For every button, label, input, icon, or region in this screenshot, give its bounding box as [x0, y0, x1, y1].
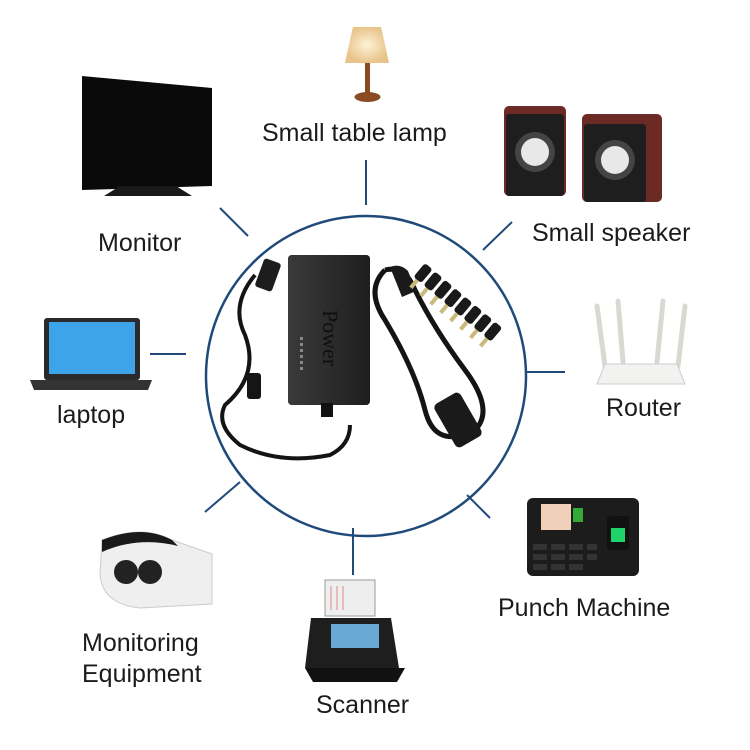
label-scanner: Scanner: [316, 691, 410, 719]
label-router: Router: [606, 394, 682, 422]
label-monitoring-equipment: Monitoring Equipment: [82, 628, 202, 690]
punch-machine-icon: [527, 498, 639, 576]
label-laptop: laptop: [57, 401, 126, 429]
adapter-brand-label: Power: [318, 310, 343, 367]
dc-tips-icon: [409, 264, 502, 348]
label-line-1: Monitoring: [82, 629, 199, 657]
table-lamp-icon: [345, 27, 389, 102]
label-small-speaker: Small speaker: [532, 219, 691, 247]
security-camera-icon: [99, 531, 213, 609]
label-line-2: Equipment: [82, 660, 202, 688]
laptop-icon: [30, 318, 152, 390]
power-adapter-icon: Power: [220, 255, 502, 461]
router-icon: [594, 298, 688, 385]
speaker-icon: [504, 106, 662, 202]
monitor-icon: [82, 76, 212, 196]
label-monitor: Monitor: [98, 229, 182, 257]
label-punch-machine: Punch Machine: [498, 594, 671, 622]
scanner-icon: [305, 579, 405, 682]
label-small-table-lamp: Small table lamp: [262, 119, 447, 147]
